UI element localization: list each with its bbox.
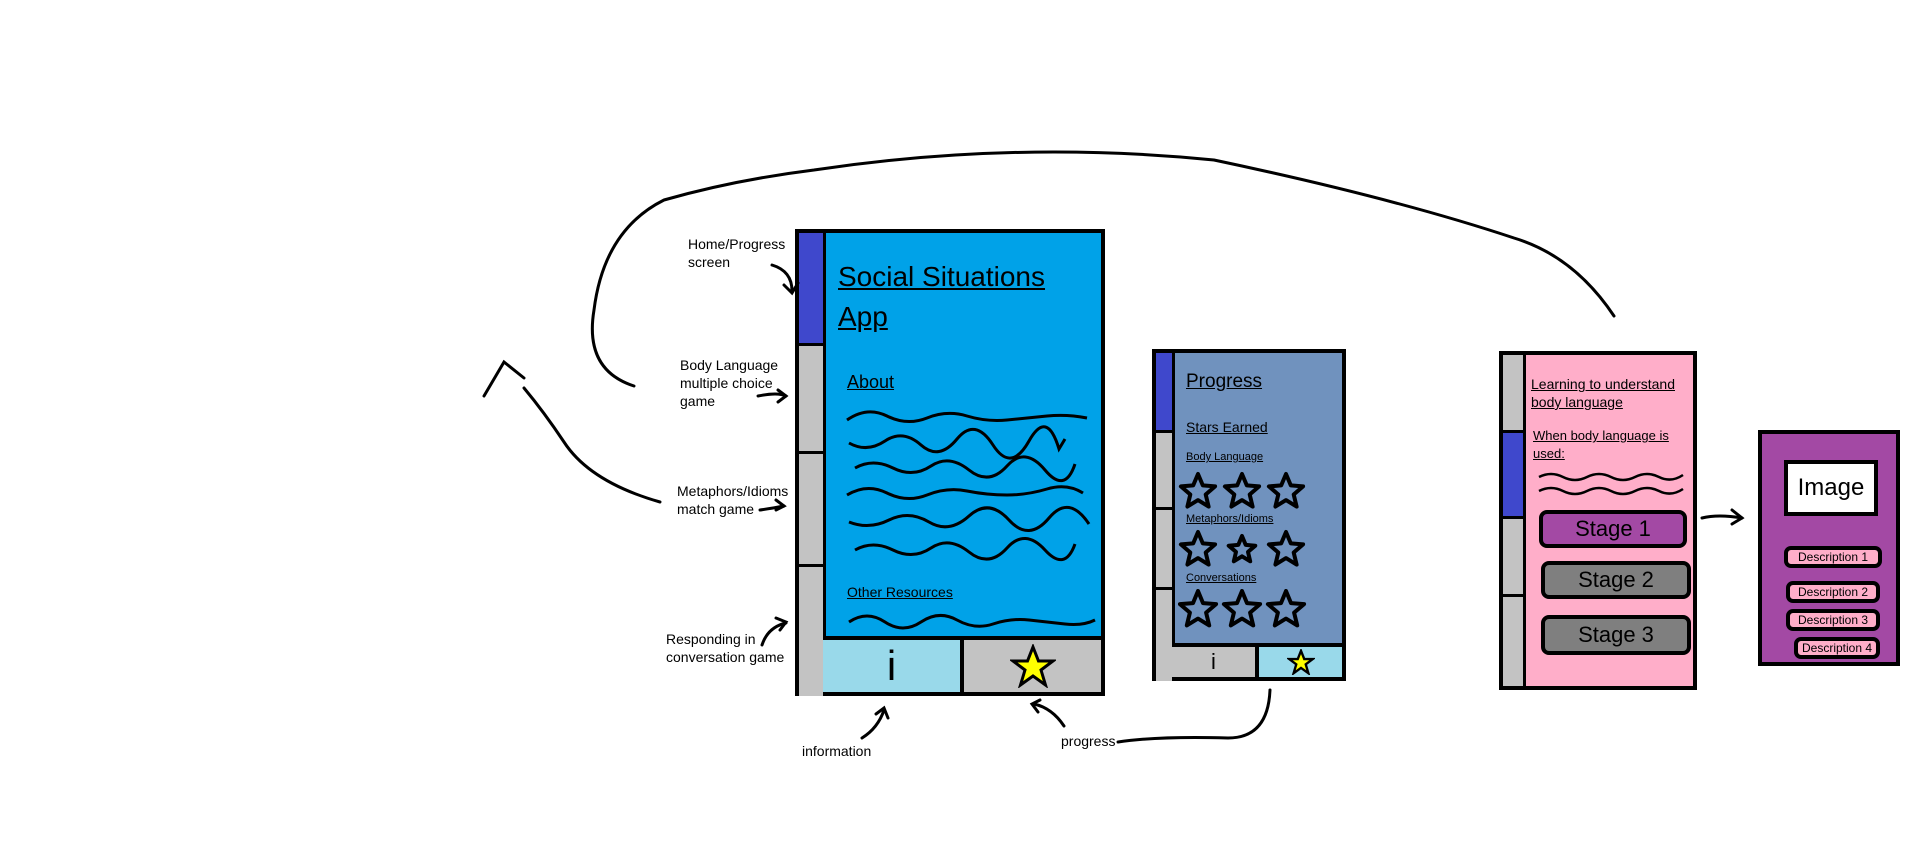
earned-star-icon xyxy=(1266,530,1306,567)
nav-metaphors-game[interactable] xyxy=(1156,510,1172,590)
other-resources-link[interactable]: Other Resources xyxy=(847,584,953,600)
stars-earned-heading: Stars Earned xyxy=(1186,419,1268,435)
description-4[interactable]: Description 4 xyxy=(1794,637,1880,659)
nav-conversation-game[interactable] xyxy=(1503,597,1523,686)
star-row-metaphors xyxy=(1178,530,1306,567)
bottom-tab-bar: i xyxy=(1172,643,1342,677)
earned-star-icon xyxy=(1265,589,1307,628)
bottom-tab-bar: i xyxy=(823,636,1101,692)
earned-star-icon xyxy=(1178,472,1218,509)
earned-star-icon xyxy=(1178,530,1218,567)
image-placeholder: Image xyxy=(1784,460,1878,516)
info-tab[interactable]: i xyxy=(823,640,964,692)
app-title: Social Situations App xyxy=(838,261,1046,332)
nav-conversation-game[interactable] xyxy=(1156,590,1172,681)
category-label-body-language: Body Language xyxy=(1186,451,1264,463)
annotation-responding: Responding in conversation game xyxy=(666,631,785,665)
progress-tab[interactable] xyxy=(1259,647,1342,677)
nav-sidebar xyxy=(1156,353,1175,681)
category-label-conversations: Conversations xyxy=(1186,572,1257,584)
annotation-body-language: Body Language multiple choice game xyxy=(680,357,779,409)
nav-sidebar xyxy=(1503,355,1526,686)
description-3[interactable]: Description 3 xyxy=(1786,609,1880,631)
home-screen-mockup: Social Situations App About Other Resour… xyxy=(795,229,1105,696)
other-resources-scribble xyxy=(848,614,1096,630)
star-row-conversations xyxy=(1178,589,1307,628)
nav-home-progress[interactable] xyxy=(799,233,823,346)
earned-star-icon xyxy=(1266,472,1306,509)
star-icon xyxy=(1286,649,1315,675)
annotation-progress: progress xyxy=(1061,733,1116,749)
star-icon xyxy=(1009,644,1056,688)
progress-tab[interactable] xyxy=(964,640,1101,692)
lesson-heading: Learning to understand body language xyxy=(1531,376,1675,410)
info-icon: i xyxy=(1211,649,1216,674)
nav-home-progress[interactable] xyxy=(1156,353,1172,433)
annotation-home-progress: Home/Progress screen xyxy=(688,236,786,270)
lesson-subheading: When body language is used: xyxy=(1533,428,1669,461)
nav-metaphors-game[interactable] xyxy=(1503,519,1523,597)
info-tab[interactable]: i xyxy=(1172,647,1259,677)
nav-body-language-game[interactable] xyxy=(1503,433,1523,519)
lesson-text-scribble xyxy=(1538,472,1684,496)
description-1[interactable]: Description 1 xyxy=(1784,546,1882,568)
nav-metaphors-game[interactable] xyxy=(799,454,823,567)
nav-sidebar xyxy=(799,233,826,696)
progress-title: Progress xyxy=(1186,371,1263,392)
about-heading: About xyxy=(847,372,895,392)
earned-star-icon xyxy=(1222,472,1262,509)
about-text-scribble xyxy=(846,410,1091,561)
annotation-information: information xyxy=(802,743,872,759)
star-row-body-language xyxy=(1178,472,1306,509)
stage-1-button[interactable]: Stage 1 xyxy=(1539,510,1687,548)
nav-conversation-game[interactable] xyxy=(799,567,823,696)
body-language-lesson-mockup: Learning to understand body language Whe… xyxy=(1499,351,1697,690)
stage-detail-mockup: Image Description 1 Description 2 Descri… xyxy=(1758,430,1900,666)
progress-screen-mockup: Progress Stars Earned Body Language Meta… xyxy=(1152,349,1346,681)
nav-body-language-game[interactable] xyxy=(799,346,823,454)
earned-star-icon xyxy=(1221,589,1263,628)
earned-star-icon xyxy=(1226,534,1258,564)
stage-3-button[interactable]: Stage 3 xyxy=(1541,615,1691,655)
description-2[interactable]: Description 2 xyxy=(1786,581,1880,603)
info-icon: i xyxy=(886,642,897,689)
stage-2-button[interactable]: Stage 2 xyxy=(1541,561,1691,599)
annotation-metaphors: Metaphors/Idioms match game xyxy=(677,483,789,517)
earned-star-icon xyxy=(1178,589,1219,628)
nav-body-language-game[interactable] xyxy=(1156,433,1172,510)
category-label-metaphors: Metaphors/Idioms xyxy=(1186,513,1274,525)
nav-home-progress[interactable] xyxy=(1503,355,1523,433)
